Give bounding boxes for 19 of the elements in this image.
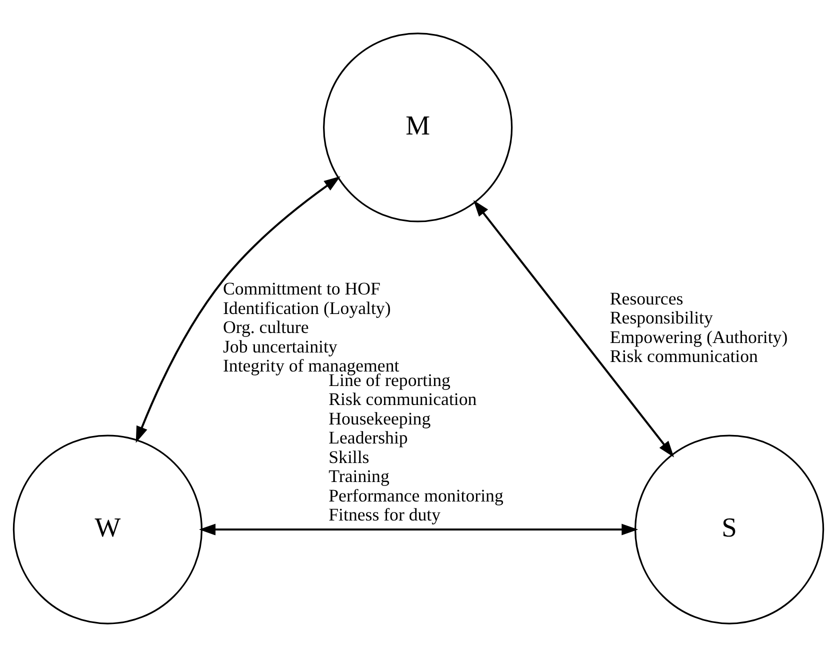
edge-label: Training	[328, 466, 390, 486]
edge-label: Skills	[328, 446, 370, 466]
edge-label: Org. culture	[222, 316, 309, 337]
edge-label: Housekeeping	[328, 408, 431, 428]
arrow	[473, 200, 674, 457]
node-circle: S	[634, 434, 824, 624]
edge-label: Leadership	[328, 427, 408, 448]
edge-label: Committment to HOF	[222, 278, 380, 298]
arrow	[199, 523, 638, 535]
edge-label: Fitness for duty	[328, 504, 441, 524]
edge-label: Performance monitoring	[328, 484, 504, 505]
edge-label: Responsibility	[610, 307, 713, 328]
edge-label: Job uncertainity	[222, 336, 338, 356]
edge-label: Identification (Loyalty)	[222, 297, 391, 318]
edge-label: Resources	[610, 288, 684, 308]
node-circle: W	[12, 434, 203, 624]
edge-label: Empowering (Authority)	[610, 326, 788, 346]
edge-label: Risk communication	[328, 388, 477, 409]
arrow	[136, 176, 340, 442]
